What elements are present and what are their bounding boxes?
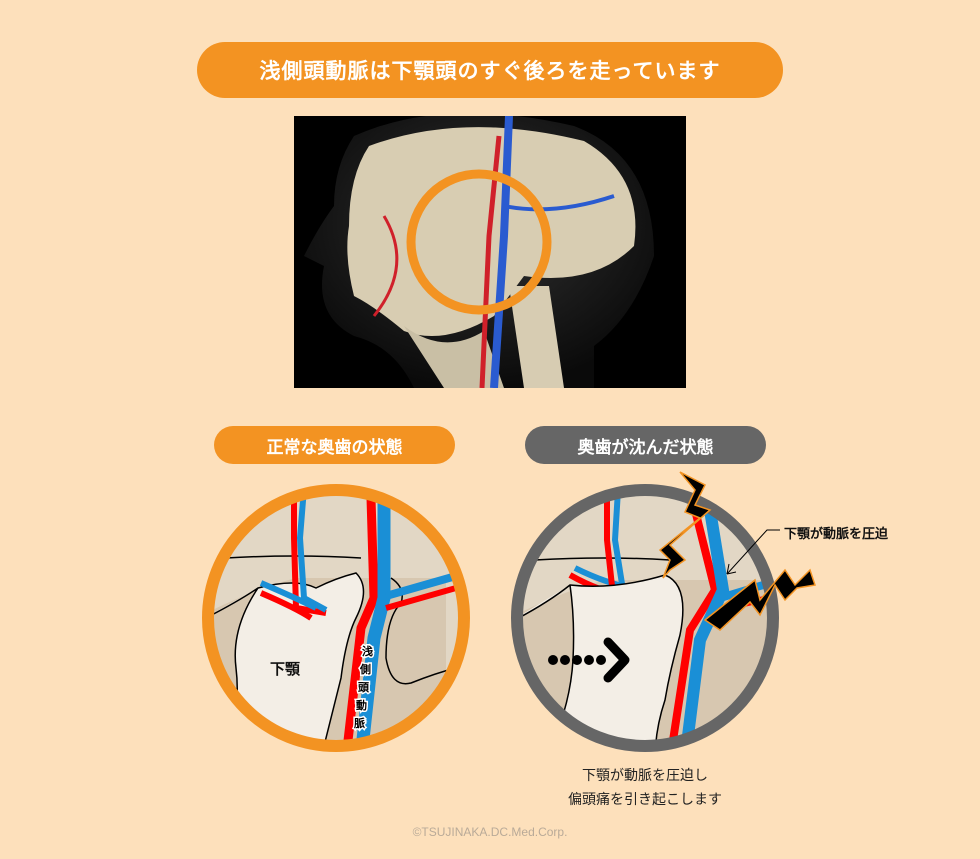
normal-state-text: 正常な奥歯の状態 (266, 437, 403, 458)
title-banner: 浅側頭動脈は下顎頭のすぐ後ろを走っています (197, 42, 783, 98)
jaw-label: 下顎 (270, 660, 301, 678)
artery-label-char: 頭 (358, 681, 370, 694)
sunk-state-text: 奥歯が沈んだ状態 (577, 437, 714, 458)
artery-label-char: 動 (356, 698, 367, 712)
pain-bolt-icon (703, 568, 816, 631)
caption-line-1: 下顎が動脈を圧迫し (582, 768, 708, 784)
artery-label-char: 側 (359, 662, 371, 676)
sunk-caption: 下顎が動脈を圧迫し 偏頭痛を引き起こします (520, 764, 770, 812)
callout-arrow (726, 529, 780, 575)
compression-callout: 下顎が動脈を圧迫 (784, 527, 889, 542)
title-text: 浅側頭動脈は下顎頭のすぐ後ろを走っています (259, 59, 721, 83)
artery-label-char: 脈 (354, 716, 365, 730)
pain-bolt-icon (658, 471, 712, 579)
skull-anatomy-image (294, 113, 686, 389)
caption-line-2: 偏頭痛を引き起こします (568, 792, 722, 808)
artery-label-char: 浅 (362, 644, 373, 658)
normal-state-label: 正常な奥歯の状態 (214, 426, 455, 464)
normal-jaw-diagram: 下顎 浅 側 頭 動 脈 (196, 478, 476, 758)
sunk-jaw-diagram (505, 460, 825, 760)
copyright: ©TSUJINAKA.DC.Med.Corp. (412, 825, 568, 839)
arrow-right-icon (548, 637, 630, 683)
sunk-state-label: 奥歯が沈んだ状態 (525, 426, 766, 464)
